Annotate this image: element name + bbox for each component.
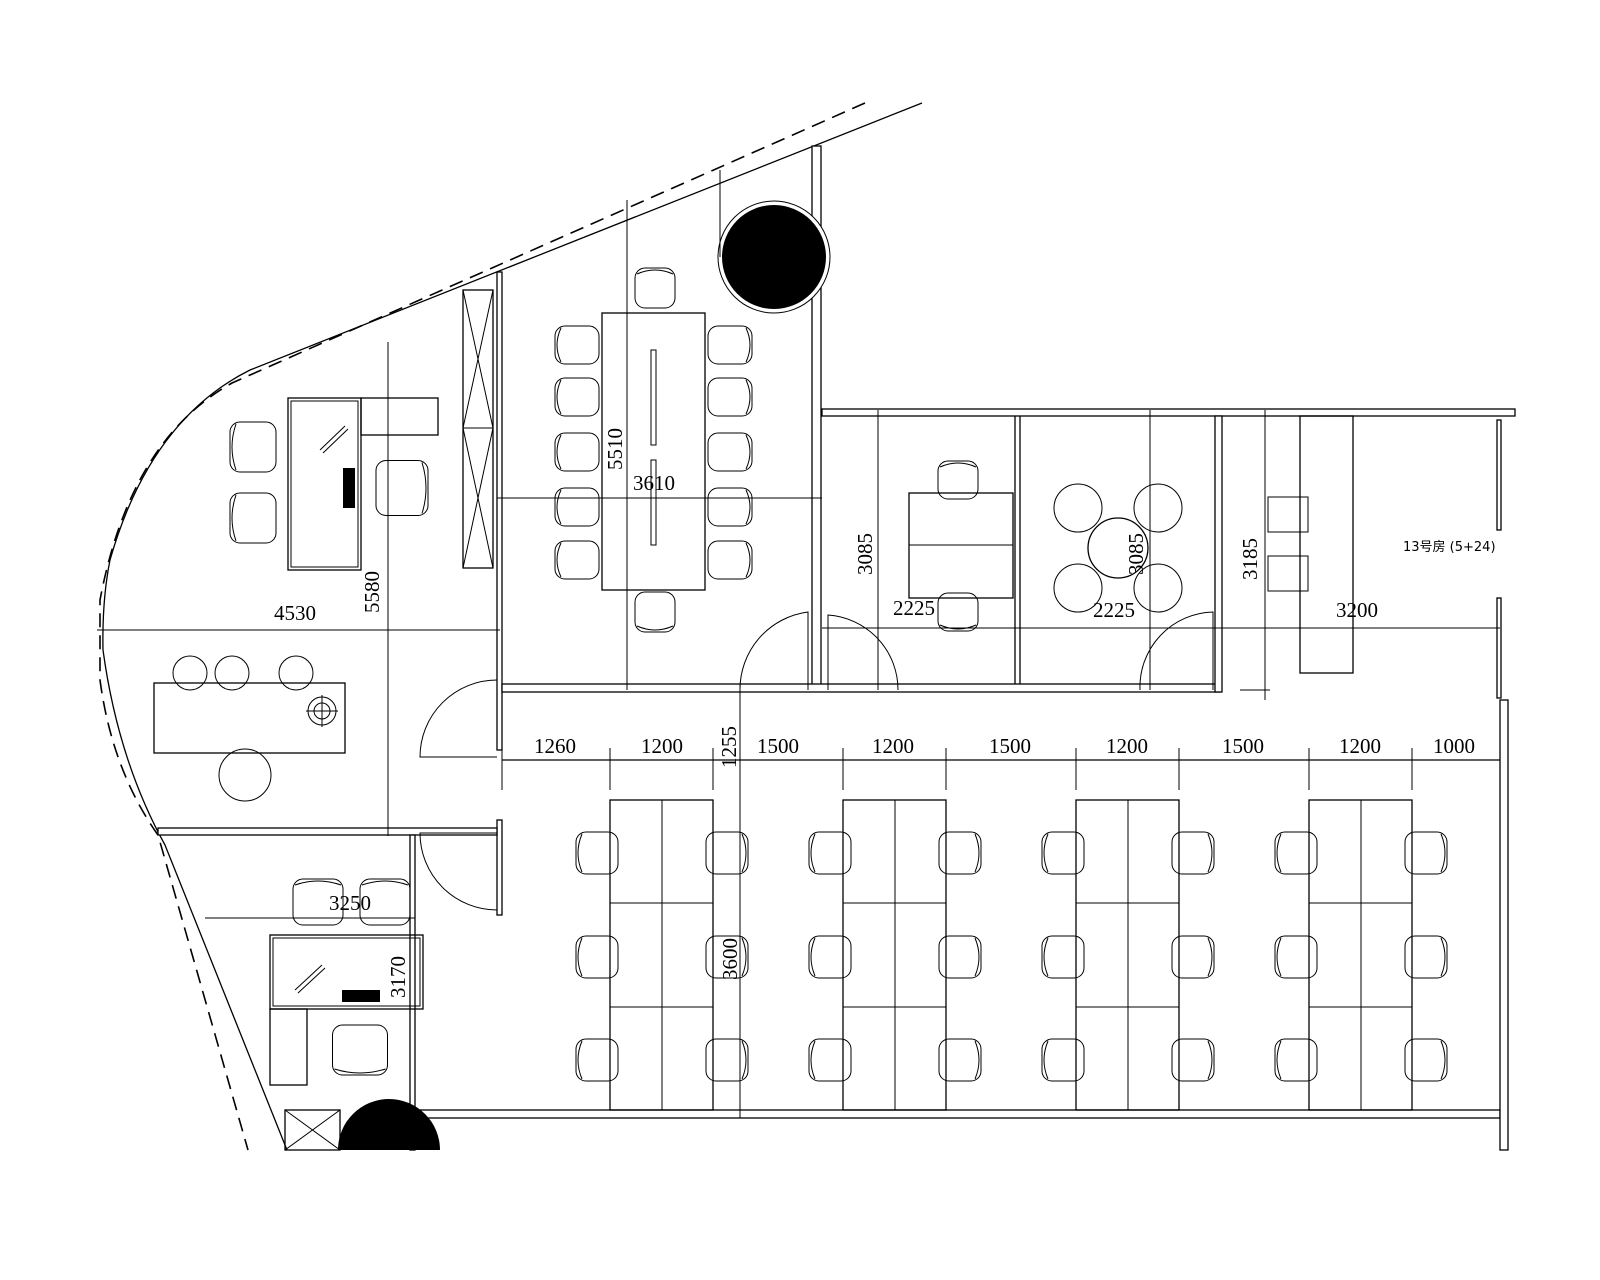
chair bbox=[1404, 1038, 1448, 1082]
door-swing[interactable] bbox=[419, 832, 498, 911]
chair bbox=[937, 460, 979, 500]
chair bbox=[707, 540, 753, 580]
dim-open-row: 1000 bbox=[1433, 734, 1475, 758]
chair bbox=[229, 492, 277, 544]
dim-open-row: 1500 bbox=[757, 734, 799, 758]
chair bbox=[705, 935, 749, 979]
chair bbox=[1133, 483, 1183, 533]
dim-open-row: 1500 bbox=[1222, 734, 1264, 758]
reception-counter bbox=[153, 655, 346, 802]
dim-room-a-depth: 3085 bbox=[853, 533, 877, 575]
chair bbox=[1041, 1038, 1085, 1082]
chair bbox=[1404, 935, 1448, 979]
dim-office-width: 4530 bbox=[274, 601, 316, 625]
chair bbox=[359, 878, 411, 926]
dim-open-row: 1260 bbox=[534, 734, 576, 758]
chair bbox=[938, 935, 982, 979]
chair bbox=[1053, 483, 1103, 533]
chair bbox=[634, 591, 676, 633]
chair bbox=[575, 935, 619, 979]
chair bbox=[1274, 935, 1318, 979]
dim-open-row: 1200 bbox=[1106, 734, 1148, 758]
dim-office2-depth: 3170 bbox=[386, 956, 410, 998]
door-swing[interactable] bbox=[827, 614, 899, 691]
dim-room-b-depth: 3085 bbox=[1124, 533, 1148, 575]
dimension-lines bbox=[97, 170, 1500, 1118]
room-a-desk bbox=[908, 492, 1014, 599]
chair bbox=[938, 831, 982, 875]
chair bbox=[808, 935, 852, 979]
structural-column bbox=[338, 1099, 440, 1150]
chair bbox=[1041, 831, 1085, 875]
chair bbox=[1274, 1038, 1318, 1082]
room-b-round-table bbox=[1087, 517, 1149, 579]
facade-wall bbox=[102, 102, 923, 1151]
chair bbox=[808, 1038, 852, 1082]
chair bbox=[1274, 831, 1318, 875]
dim-open-depth: 3600 bbox=[718, 938, 742, 980]
chair bbox=[375, 460, 429, 516]
chair bbox=[707, 325, 753, 365]
chair bbox=[292, 878, 344, 926]
chair bbox=[1041, 935, 1085, 979]
chair bbox=[332, 1024, 388, 1076]
dim-open-row: 1200 bbox=[641, 734, 683, 758]
shaft bbox=[284, 1109, 341, 1151]
door-swing[interactable] bbox=[1139, 611, 1214, 691]
dim-room-c-width: 3200 bbox=[1336, 598, 1378, 622]
dim-open-row: 1200 bbox=[872, 734, 914, 758]
chair bbox=[1053, 563, 1103, 613]
dim-meeting-depth: 5510 bbox=[603, 428, 627, 470]
chair bbox=[705, 831, 749, 875]
structural-column-fill bbox=[722, 205, 826, 309]
workstation-desks bbox=[609, 799, 1413, 1111]
dim-room-c-depth: 3185 bbox=[1238, 538, 1262, 580]
chairs bbox=[229, 267, 1448, 1082]
chair bbox=[554, 432, 600, 472]
conference-table bbox=[601, 312, 706, 591]
chair bbox=[1171, 1038, 1215, 1082]
chair bbox=[554, 325, 600, 365]
chair bbox=[938, 1038, 982, 1082]
chair bbox=[554, 487, 600, 527]
dim-meeting-width: 3610 bbox=[633, 471, 675, 495]
chair bbox=[575, 1038, 619, 1082]
chair bbox=[634, 267, 676, 309]
chair bbox=[707, 377, 753, 417]
dim-open-row: 1200 bbox=[1339, 734, 1381, 758]
chair bbox=[707, 487, 753, 527]
chair bbox=[554, 540, 600, 580]
chair bbox=[229, 421, 277, 473]
chair bbox=[937, 592, 979, 632]
chair bbox=[1404, 831, 1448, 875]
walls bbox=[157, 145, 1516, 1151]
chair bbox=[1171, 935, 1215, 979]
chair bbox=[1171, 831, 1215, 875]
door-swing[interactable] bbox=[739, 611, 809, 691]
chair bbox=[1133, 563, 1183, 613]
chair bbox=[707, 432, 753, 472]
chair bbox=[554, 377, 600, 417]
dim-open-row: 1500 bbox=[989, 734, 1031, 758]
door-swing[interactable] bbox=[419, 679, 498, 758]
chair bbox=[705, 1038, 749, 1082]
dim-corridor: 1255 bbox=[717, 726, 741, 768]
dim-office-depth: 5580 bbox=[360, 571, 384, 613]
dim-room-a-width: 2225 bbox=[893, 596, 935, 620]
room-c-counter bbox=[1267, 415, 1354, 674]
room-label: 13号房 (5+24) bbox=[1403, 539, 1496, 555]
chair bbox=[575, 831, 619, 875]
executive-desk bbox=[287, 397, 439, 571]
dim-office2-width: 3250 bbox=[329, 891, 371, 915]
dim-room-b-width: 2225 bbox=[1093, 598, 1135, 622]
office-desk-2 bbox=[269, 934, 424, 1086]
chair bbox=[808, 831, 852, 875]
doors bbox=[419, 611, 1214, 911]
storage-cabinet bbox=[462, 289, 494, 569]
